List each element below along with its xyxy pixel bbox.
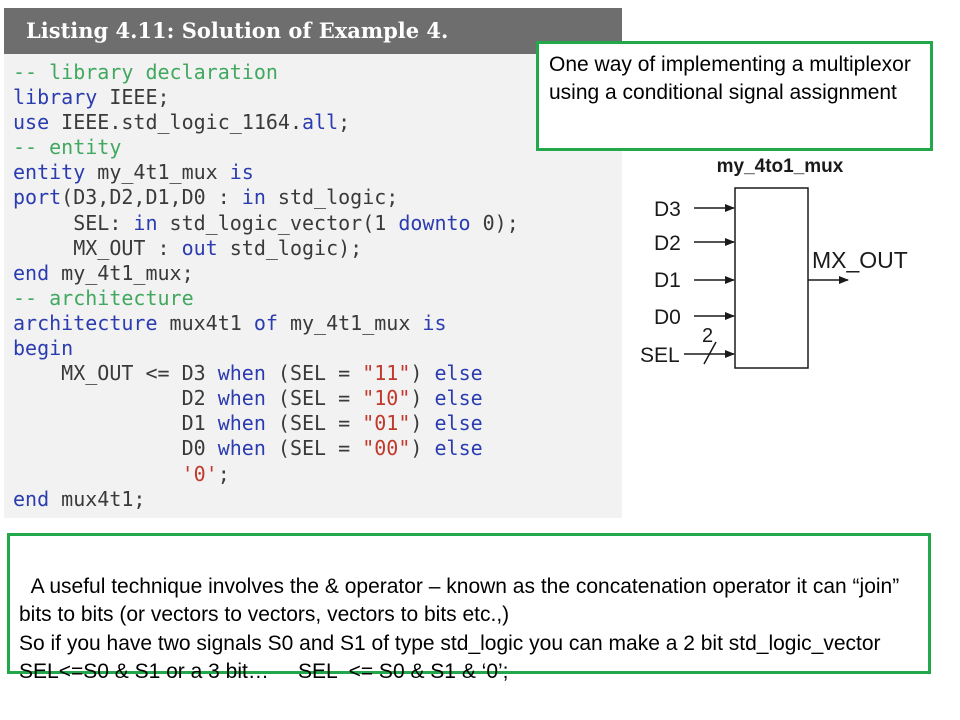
code-line: entity my_4t1_mux is [13,160,519,185]
code-token: (SEL = [277,386,363,411]
listing-title: Listing 4.11: Solution of Example 4. [4,8,622,54]
code-token: ) [410,386,435,411]
code-token: else [434,411,483,436]
code-line: '0'; [13,462,519,487]
code-token: -- architecture [13,285,194,310]
code-token: all [302,110,339,135]
code-line: -- architecture [13,286,519,311]
code-line: -- library declaration [13,60,519,85]
code-token: my_4t1_mux [97,160,230,185]
code-line: end mux4t1; [13,487,519,512]
code-token: '0' [181,461,218,486]
code-token: my_4t1_mux; [61,260,194,285]
code-token: MX_OUT <= D3 [13,361,218,386]
mux-input-label-d3: D3 [654,198,681,221]
code-line: begin [13,336,519,361]
code-token: "11" [362,361,411,386]
code-line: D2 when (SEL = "10") else [13,386,519,411]
mux-select-label: SEL [640,344,680,367]
mux-output-label: MX_OUT [812,247,908,273]
code-token: end [13,260,62,285]
code-token: else [434,361,483,386]
code-token: -- library declaration [13,60,278,84]
code-token: when [217,386,278,411]
code-token: std_logic); [229,235,363,260]
code-token: (SEL = [277,411,363,436]
code-token: (SEL = [277,436,363,461]
code-line: library IEEE; [13,85,519,110]
code-token: is [422,310,447,335]
code-token: D1 [13,411,218,436]
code-token: MX_OUT : [13,235,182,260]
callout-mux-description-text: One way of implementing a multiplexor us… [549,53,911,104]
code-token: ; [217,461,230,486]
code-token: (D3,D2,D1,D0 : [61,185,242,210]
code-token: IEEE.std_logic_1164. [61,110,302,135]
code-token: when [217,361,278,386]
mux-block-diagram: my_4to1_mux D3 D2 D1 D0 SEL 2 MX_OUT [640,156,908,369]
code-line: SEL: in std_logic_vector(1 downto 0); [13,211,519,236]
code-line: use IEEE.std_logic_1164.all; [13,110,519,135]
code-token: port [13,185,62,210]
code-token: architecture [13,310,170,335]
code-line: end my_4t1_mux; [13,261,519,286]
code-token: in [241,185,278,210]
code-token: ) [410,411,435,436]
code-line: architecture mux4t1 of my_4t1_mux is [13,311,519,336]
mux-input-label-d2: D2 [654,232,681,255]
code-token: mux4t1 [169,310,254,335]
code-token [13,462,182,486]
code-line: D0 when (SEL = "00") else [13,436,519,461]
code-token: D2 [13,386,218,411]
code-token: entity [13,160,98,185]
code-line: port(D3,D2,D1,D0 : in std_logic; [13,185,519,210]
code-token: "10" [362,386,411,411]
code-listing: Listing 4.11: Solution of Example 4. -- … [4,8,622,518]
code-token: else [434,436,483,461]
code-token: begin [13,336,74,361]
code-token: "00" [362,436,411,461]
code-token: when [217,411,278,436]
code-token: ) [410,361,435,386]
code-token: ; [338,110,351,135]
code-token: -- entity [13,135,122,160]
code-token: std_logic_vector(1 [169,210,399,235]
code-token: my_4t1_mux [289,310,423,335]
mux-block [734,187,809,369]
code-line: D1 when (SEL = "01") else [13,411,519,436]
code-line: MX_OUT <= D3 when (SEL = "11") else [13,361,519,386]
code-token: use [13,110,62,135]
code-token: "01" [362,411,411,436]
mux-input-label-d1: D1 [654,269,681,292]
code-token: else [434,386,483,411]
code-token: of [253,310,290,335]
callout-concatenation-text: A useful technique involves the & operat… [19,574,900,684]
mux-title: my_4to1_mux [717,156,844,177]
code-token: std_logic; [277,185,399,210]
code-line: MX_OUT : out std_logic); [13,236,519,261]
mux-select-width: 2 [702,325,713,347]
code-token: SEL: [13,210,134,235]
code-token: out [181,235,230,260]
callout-mux-description: One way of implementing a multiplexor us… [536,41,933,151]
code-token: D0 [13,436,218,461]
code-token: IEEE; [109,85,170,110]
mux-input-label-d0: D0 [654,306,681,329]
code-token: when [217,436,278,461]
mux-select-bus-slash [703,341,717,365]
code-token: library [13,85,110,110]
code-token: in [133,210,170,235]
code-token: (SEL = [277,361,363,386]
code-line: -- entity [13,135,519,160]
code-token: 0); [482,210,519,235]
code-token: mux4t1; [61,486,146,511]
code-token: is [229,160,254,185]
code-token: downto [398,210,483,235]
code-token: ) [410,436,435,461]
callout-concatenation-note: A useful technique involves the & operat… [7,533,931,683]
code-token: end [13,486,62,511]
